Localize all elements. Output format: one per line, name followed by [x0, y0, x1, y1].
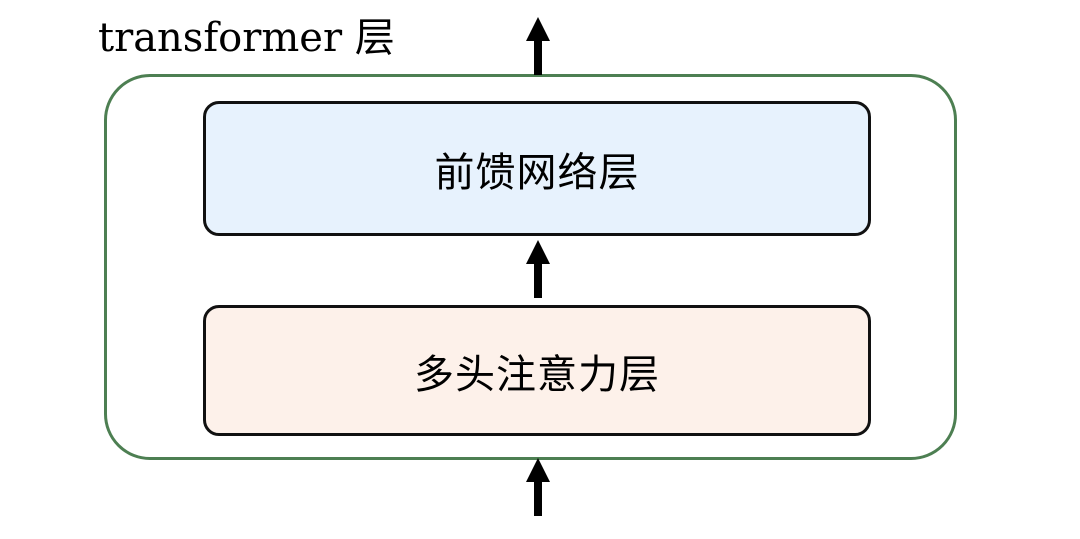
- output-arrow-icon: [526, 17, 550, 75]
- feed-forward-label: 前馈网络层: [434, 149, 640, 196]
- inner-arrow-icon: [526, 240, 550, 298]
- diagram-title: transformer 层: [98, 15, 395, 61]
- multi-head-attention-label: 多头注意力层: [414, 351, 660, 398]
- input-arrow-icon: [526, 458, 550, 516]
- feed-forward-block: 前馈网络层: [203, 101, 871, 236]
- transformer-layer-container: [104, 74, 957, 460]
- multi-head-attention-block: 多头注意力层: [203, 305, 871, 436]
